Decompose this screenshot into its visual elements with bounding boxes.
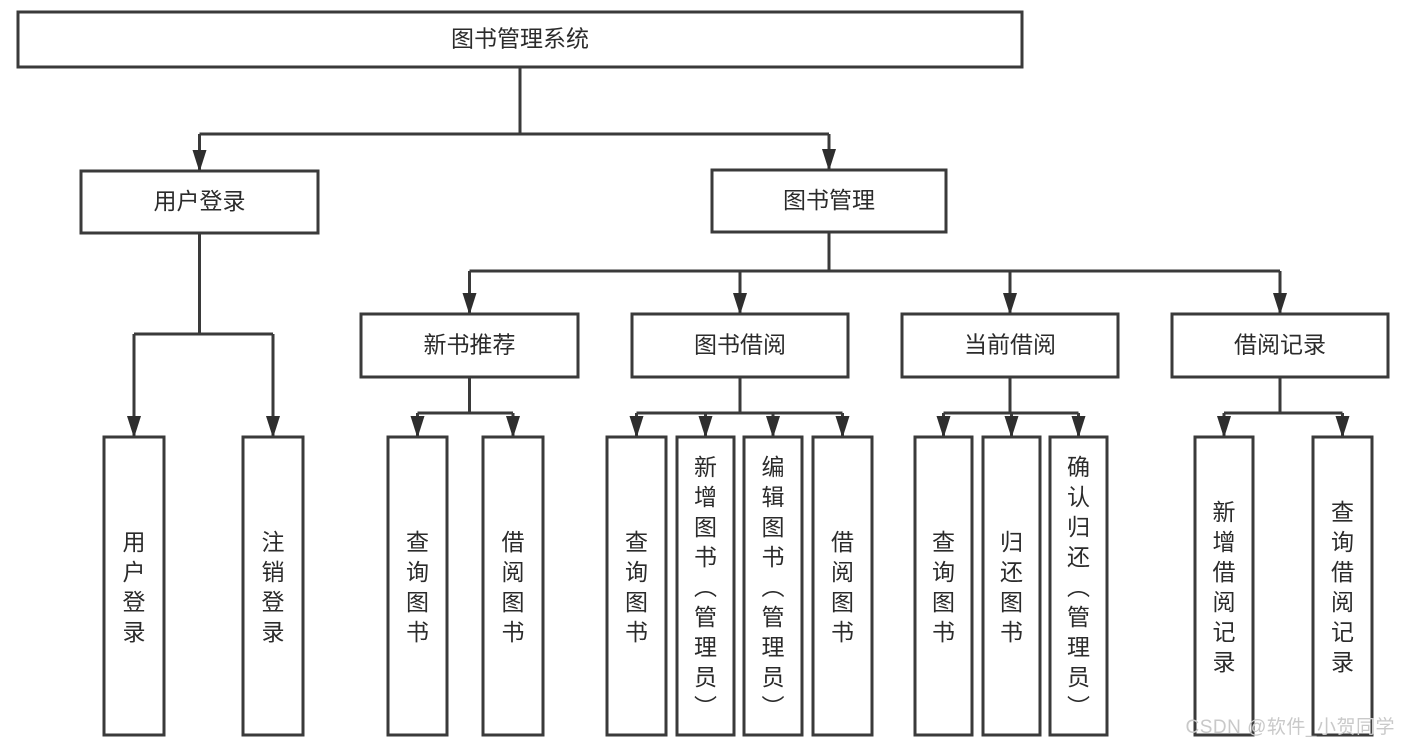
leaf-node-2[interactable]: 查询图书 [386,435,449,737]
level3-node-0[interactable]: 新书推荐 [359,312,580,379]
leaf-node-12-label: 查询借阅记录 [1331,499,1354,675]
connectors-layer [127,67,1350,438]
leaf-node-5[interactable]: 新增图书︵管理员︶ [675,435,736,737]
leaf-node-0[interactable]: 用户登录 [102,435,166,737]
leaf-node-4-rect [605,435,668,737]
leaf-node-12-rect [1311,435,1374,737]
leaf-node-7-label: 借阅图书 [831,529,854,645]
group-0-children-arrow-0 [410,416,425,438]
leaf-node-8-rect [913,435,974,737]
level3-node-0-label: 新书推荐 [424,332,516,358]
group-1-children-arrow-1 [698,416,713,438]
leaf-node-9[interactable]: 归还图书 [981,435,1042,737]
leaf-node-11[interactable]: 新增借阅记录 [1193,435,1255,737]
leaf-node-1[interactable]: 注销登录 [241,435,305,737]
level3-node-0-rect [359,312,580,379]
leaf-node-3-rect [481,435,545,737]
leaf-node-12[interactable]: 查询借阅记录 [1311,435,1374,737]
group-3-children-arrow-1 [1335,416,1350,438]
level2-node-1[interactable]: 图书管理 [710,168,948,234]
csdn-watermark: CSDN @软件_小贺同学 [1185,717,1395,738]
level3-node-1-rect [630,312,850,379]
leaf-node-8-label: 查询图书 [932,529,955,645]
leaf-node-9-label: 归还图书 [1000,529,1023,645]
level3-node-1[interactable]: 图书借阅 [630,312,850,379]
group-1-children-arrow-2 [766,416,780,438]
level3-node-2-label: 当前借阅 [964,332,1056,358]
leaf-node-7-rect [811,435,874,737]
level2-node-0-label: 用户登录 [154,188,246,214]
group-1-children-arrow-0 [629,416,644,438]
user-login-children-arrow-0 [127,416,141,438]
level3-node-3-label: 借阅记录 [1234,332,1326,358]
leaf-node-8[interactable]: 查询图书 [913,435,974,737]
book-mgmt-children-arrow-2 [1003,293,1017,315]
group-2-children-arrow-2 [1071,416,1086,438]
leaf-node-5-rect [675,435,736,737]
leaf-node-4[interactable]: 查询图书 [605,435,668,737]
leaf-node-4-label: 查询图书 [625,529,648,645]
root-node-book-management-system-label: 图书管理系统 [451,26,589,52]
leaf-node-1-label: 注销登录 [262,529,285,645]
level2-node-1-label: 图书管理 [783,187,875,213]
leaf-node-3[interactable]: 借阅图书 [481,435,545,737]
leaf-node-7[interactable]: 借阅图书 [811,435,874,737]
leaf-node-2-rect [386,435,449,737]
book-mgmt-children-arrow-0 [462,293,477,315]
group-2-children-arrow-1 [1004,416,1019,438]
level2-node-0-rect [79,169,320,235]
root-node-book-management-system-rect [16,10,1024,69]
leaf-node-10-label: 确认归还︵管理员︶ [1067,454,1090,720]
leaf-node-0-label: 用户登录 [123,529,146,645]
nodes-layer: 图书管理系统用户登录图书管理新书推荐图书借阅当前借阅借阅记录用户登录注销登录查询… [16,10,1390,737]
level3-node-1-label: 图书借阅 [694,332,786,358]
leaf-node-6[interactable]: 编辑图书︵管理员︶ [742,435,804,737]
level3-node-3[interactable]: 借阅记录 [1170,312,1390,379]
leaf-node-1-rect [241,435,305,737]
leaf-node-9-rect [981,435,1042,737]
level3-node-2-rect [900,312,1120,379]
level2-node-1-rect [710,168,948,234]
group-3-children-arrow-0 [1217,416,1231,438]
group-1-children-arrow-3 [835,416,850,438]
leaf-node-11-rect [1193,435,1255,737]
leaf-node-10-rect [1048,435,1109,737]
leaf-node-5-label: 新增图书︵管理员︶ [694,454,717,720]
level2-node-0[interactable]: 用户登录 [79,169,320,235]
book-mgmt-children-arrow-1 [733,293,747,315]
leaf-node-2-label: 查询图书 [406,529,429,645]
leaf-node-11-label: 新增借阅记录 [1213,499,1236,675]
book-mgmt-children-arrow-3 [1273,293,1287,315]
leaf-node-0-rect [102,435,166,737]
leaf-node-6-rect [742,435,804,737]
leaf-node-3-label: 借阅图书 [502,529,525,645]
level3-node-2[interactable]: 当前借阅 [900,312,1120,379]
group-0-children-arrow-1 [506,416,520,438]
root-children-arrow-1 [822,149,836,171]
root-children-arrow-0 [192,150,207,172]
leaf-node-10[interactable]: 确认归还︵管理员︶ [1048,435,1109,737]
user-login-children-arrow-1 [266,416,280,438]
root-node-book-management-system[interactable]: 图书管理系统 [16,10,1024,69]
level3-node-3-rect [1170,312,1390,379]
group-2-children-arrow-0 [936,416,951,438]
leaf-node-6-label: 编辑图书︵管理员︶ [762,454,785,720]
